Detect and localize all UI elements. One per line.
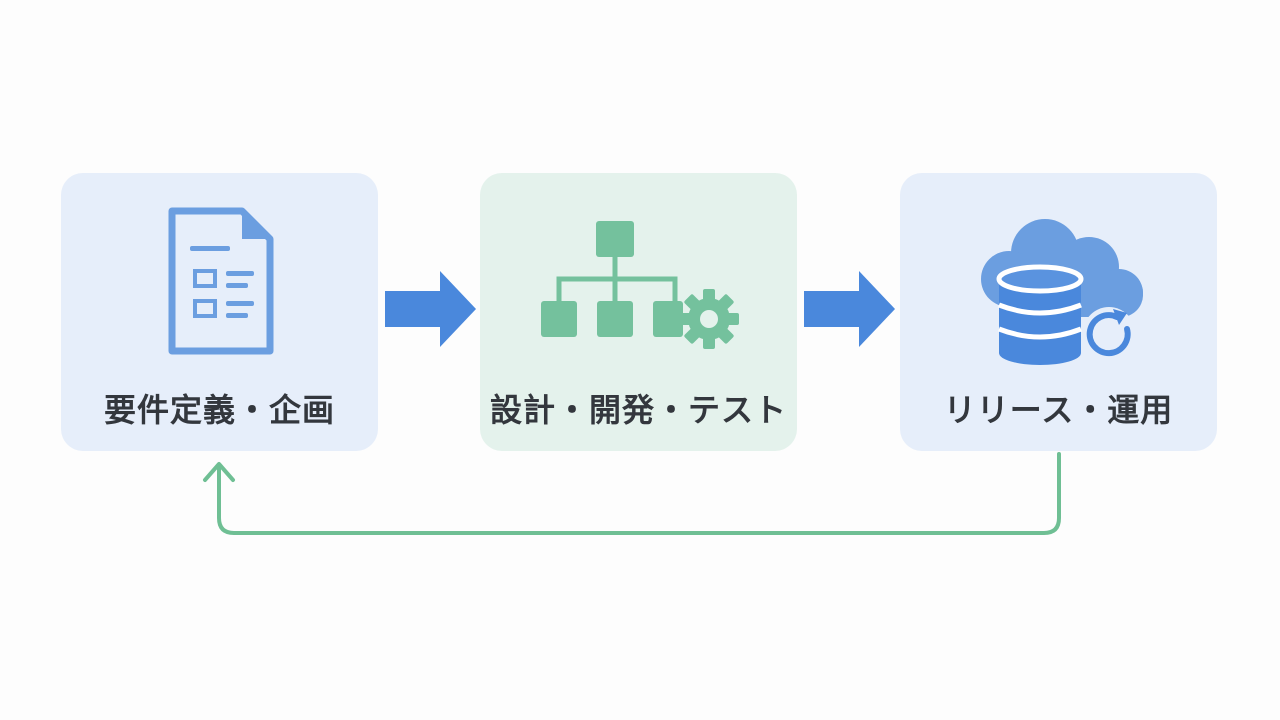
arrow-right-icon: [385, 271, 476, 347]
document-icon: [61, 201, 378, 371]
cloud-database-refresh-icon: [900, 201, 1217, 371]
step-label: 設計・開発・テスト: [489, 391, 787, 429]
step-card-development: 設計・開発・テスト: [480, 173, 797, 451]
step-label: リリース・運用: [943, 391, 1174, 429]
feedback-loop-arrow: [203, 452, 1061, 535]
step-label: 要件定義・企画: [103, 391, 335, 429]
step-card-requirements: 要件定義・企画: [61, 173, 378, 451]
hierarchy-gear-icon: [480, 201, 797, 371]
arrow-right-icon: [804, 271, 895, 347]
step-card-release: リリース・運用: [900, 173, 1217, 451]
